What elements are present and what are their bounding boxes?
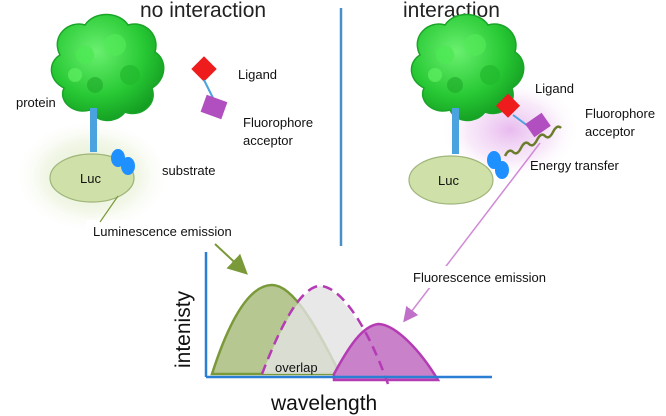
acceptor-label-line1: Fluorophore [243,115,313,130]
luminescence-callout-box [86,220,256,242]
luminescence-pointer [99,195,119,223]
energy-transfer-label: Energy transfer [530,158,620,173]
ligand-label-bound: Ligand [535,81,574,96]
ligand-label: Ligand [238,67,277,82]
y-axis-label: intenisty [172,290,195,368]
luc-label-bound: Luc [438,173,459,188]
substrate-icon-bound [487,151,509,179]
fluorescence-pointer [403,142,541,323]
x-axis-label: wavelength [270,392,377,415]
acceptor-label-bound-line1: Fluorophore [585,106,655,121]
luc-label: Luc [80,171,101,186]
substrate-label: substrate [162,163,215,178]
luc-enzyme [49,153,135,203]
fluorescence-curve [332,322,441,382]
luminescence-arrow [214,243,248,275]
protein-label: protein [16,95,56,110]
luminescence-callout: Luminescence emission [93,224,232,239]
protein-structure-icon-bound [410,13,525,122]
energy-transfer-squiggle [503,125,562,157]
protein-structure-icon [50,13,165,122]
title-no-interaction: no interaction [140,0,266,22]
acceptor-absorption-curve [260,284,390,385]
overlap-label: overlap [275,360,318,375]
substrate-icon [111,149,135,175]
ligand-linker [203,79,215,101]
emission-spectrum: overlap intenisty wavelength [172,252,492,415]
ligand-icon [191,56,217,82]
acceptor-label-bound-line2: acceptor [585,124,636,139]
acceptor-icon-bound [525,112,551,138]
acceptor-label-line2: acceptor [243,133,294,148]
acceptor-icon [200,94,228,120]
linker-stem-bound [452,108,459,154]
luc-enzyme-bound [408,155,494,205]
left-panel: protein Luc substrate Ligand Fluorophore… [12,13,313,234]
fluorescence-callout-box [408,266,560,288]
fluorescence-callout: Fluorescence emission [413,270,546,285]
linker-stem [90,108,97,152]
right-panel: Luc Ligand Fluorophore acceptor Energy t… [408,13,655,205]
